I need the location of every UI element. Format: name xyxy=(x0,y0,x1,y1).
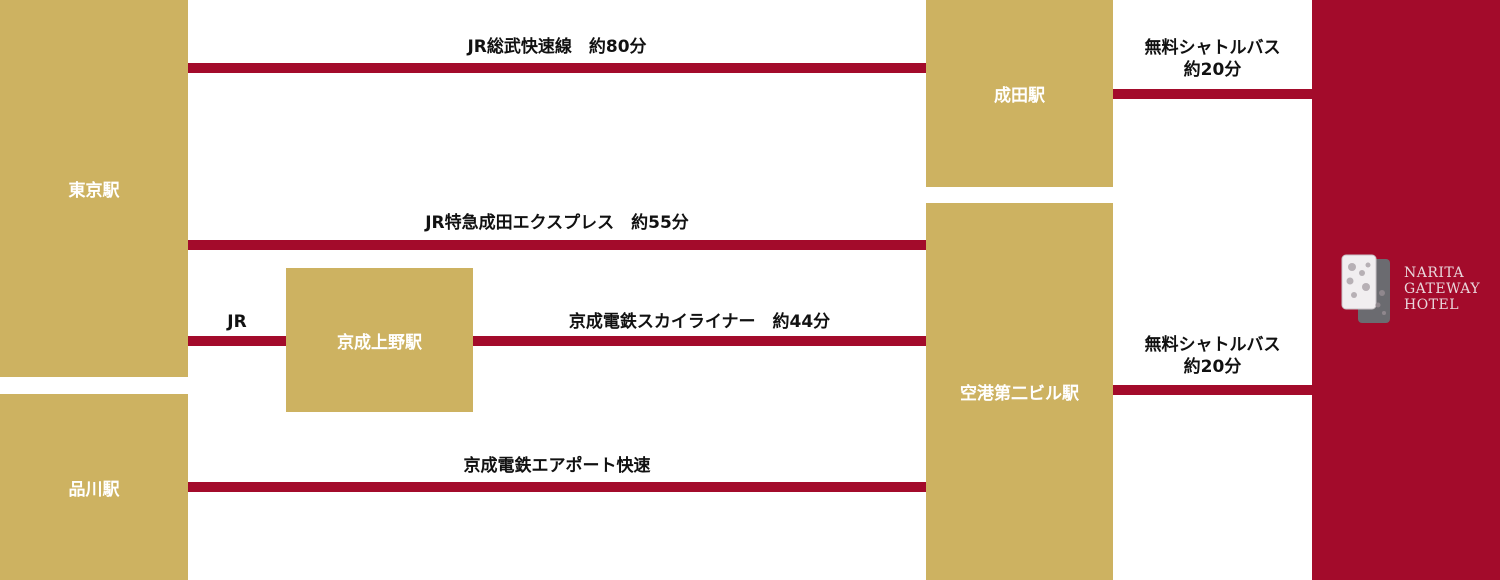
shuttle-label-narita: 無料シャトルバス 約20分 xyxy=(1113,37,1312,81)
shuttle-label-airport: 無料シャトルバス 約20分 xyxy=(1113,334,1312,378)
hotel-logo-text: Narita Gateway Hotel xyxy=(1404,265,1480,313)
route-label-jr: JR xyxy=(227,312,247,332)
hotel-logo-line1: Narita xyxy=(1404,265,1465,281)
hotel-panel: Narita Gateway Hotel xyxy=(1312,0,1500,580)
station-narita-label: 成田駅 xyxy=(994,86,1045,106)
station-shinagawa: 品川駅 xyxy=(0,394,188,580)
shuttle-label-airport-line1: 無料シャトルバス xyxy=(1144,335,1281,355)
hotel-logo-icon xyxy=(1341,254,1390,323)
station-airport-t2: 空港第二ビル駅 xyxy=(926,203,1113,580)
route-label-narita-express: JR特急成田エクスプレス 約55分 xyxy=(425,213,689,233)
shuttle-label-airport-line2: 約20分 xyxy=(1183,357,1242,377)
station-keisei-ueno: 京成上野駅 xyxy=(286,268,473,412)
route-line-jr xyxy=(188,336,286,346)
station-narita: 成田駅 xyxy=(926,0,1113,187)
station-keisei-ueno-label: 京成上野駅 xyxy=(337,332,422,353)
hotel-logo-line2: Gateway xyxy=(1404,281,1481,297)
shuttle-label-narita-line1: 無料シャトルバス xyxy=(1144,38,1281,58)
route-line-skyliner xyxy=(473,336,926,346)
shuttle-label-narita-line2: 約20分 xyxy=(1183,60,1242,80)
station-shinagawa-label: 品川駅 xyxy=(68,479,120,500)
route-line-shuttle-narita xyxy=(1113,89,1312,99)
route-label-access-express: 京成電鉄エアポート快速 xyxy=(463,456,651,476)
route-label-skyliner: 京成電鉄スカイライナー 約44分 xyxy=(568,312,831,332)
station-airport-t2-label: 空港第二ビル駅 xyxy=(960,384,1079,404)
route-label-jr-sobu: JR総武快速線 約80分 xyxy=(467,37,647,57)
hotel-logo: Narita Gateway Hotel xyxy=(1338,253,1480,325)
route-line-narita-express xyxy=(188,240,926,250)
route-line-access-express xyxy=(188,482,926,492)
station-tokyo: 東京駅 xyxy=(0,0,188,377)
hotel-logo-line3: Hotel xyxy=(1404,297,1460,313)
route-line-jr-sobu xyxy=(188,63,926,73)
station-tokyo-label: 東京駅 xyxy=(68,181,120,201)
route-line-shuttle-airport xyxy=(1113,385,1312,395)
